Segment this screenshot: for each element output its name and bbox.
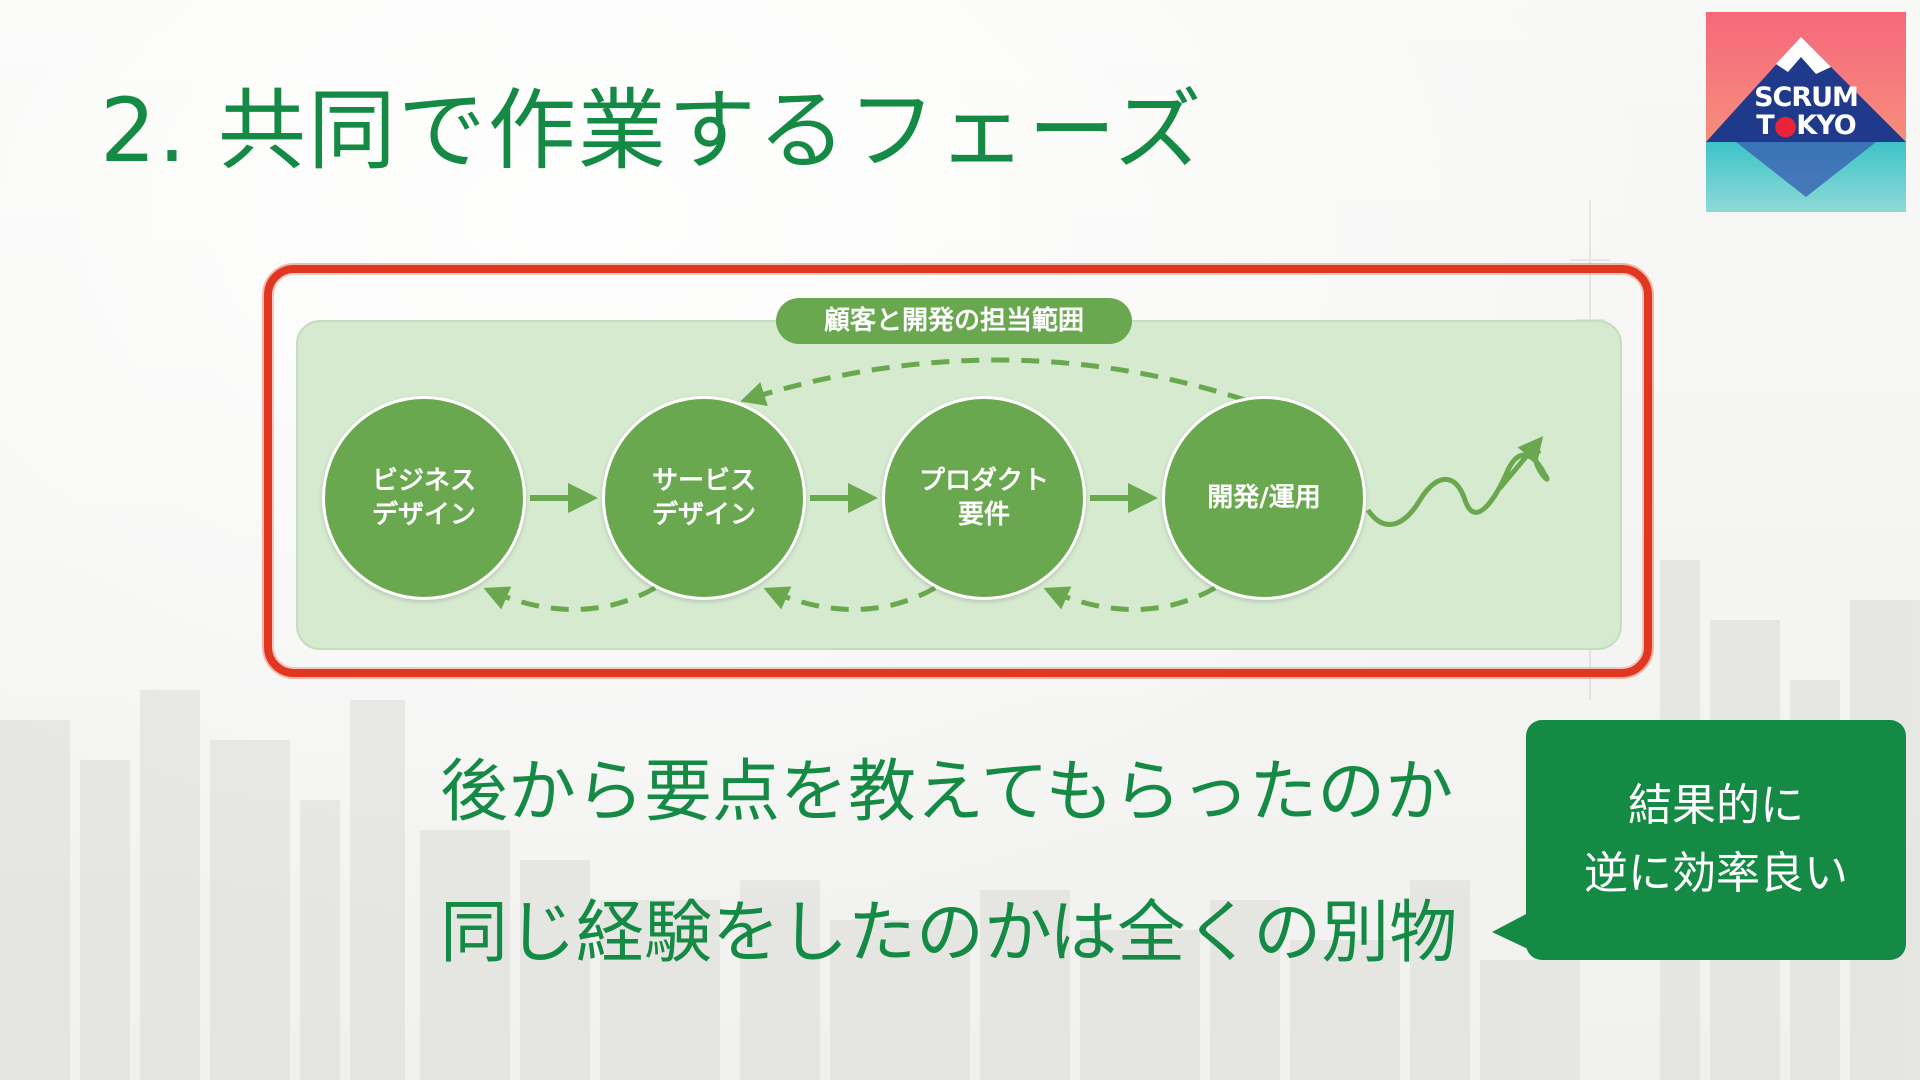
logo-text-line1: SCRUM (1754, 82, 1859, 113)
phase-development-operations: 開発/運用 (1162, 396, 1366, 600)
scrum-tokyo-logo: SCRUM T●KYO (1706, 12, 1906, 212)
callout-line-2: 逆に効率良い (1584, 848, 1848, 899)
phase-business-design: ビジネス デザイン (322, 396, 526, 600)
phase-product-requirements: プロダクト 要件 (882, 396, 1086, 600)
callout-line-1: 結果的に (1628, 780, 1804, 831)
logo-red-dot: ● (1773, 110, 1798, 141)
scope-label: 顧客と開発の担当範囲 (776, 298, 1132, 344)
logo-text-line2: T●KYO (1756, 110, 1856, 141)
phase-service-design: サービス デザイン (602, 396, 806, 600)
highlight-frame (264, 265, 1652, 677)
message-line-2: 同じ経験をしたのかは全くの別物 (440, 894, 1458, 973)
message-line-1: 後から要点を教えてもらったのか (440, 753, 1454, 832)
slide-title: 2. 共同で作業するフェーズ (100, 79, 1204, 182)
callout-box: 結果的に 逆に効率良い (1526, 720, 1906, 960)
mount-fuji-logo-graphic (1706, 12, 1906, 212)
